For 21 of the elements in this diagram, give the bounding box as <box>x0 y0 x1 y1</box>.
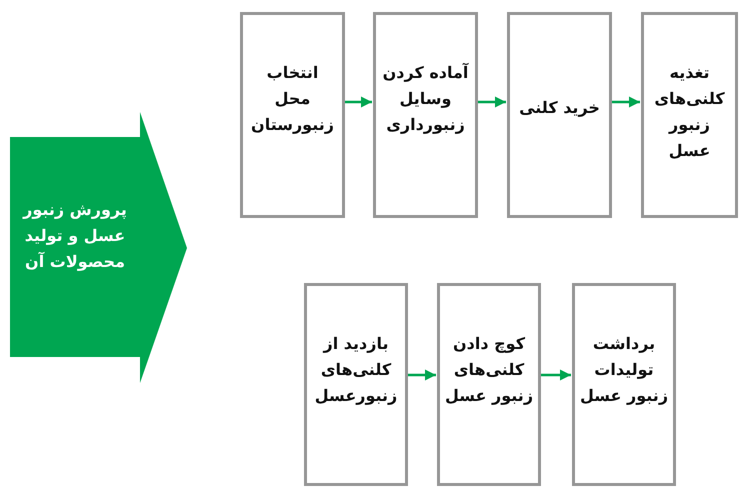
process-box <box>437 283 541 486</box>
box-label: خرید کلنی <box>518 97 601 119</box>
box-label: آماده کردن وسایل زنبورداری <box>382 62 470 136</box>
arrow-shape <box>10 112 187 383</box>
process-box <box>641 12 738 218</box>
box-label: برداشت تولیدات زنبور عسل <box>579 333 669 407</box>
process-box <box>373 12 478 218</box>
process-box <box>507 12 612 218</box>
box-label: تغذیه کلنی‌های زنبور عسل <box>653 62 726 162</box>
box-label: بازدید از کلنی‌های زنبورعسل <box>314 333 398 407</box>
arrow <box>612 96 640 108</box>
process-box <box>304 283 408 486</box>
process-box <box>572 283 676 486</box>
box-label: کوچ دادن کلنی‌های زنبور عسل <box>444 333 534 407</box>
arrow <box>345 96 372 108</box>
box-label: انتخاب محل زنبورستان <box>250 62 335 136</box>
arrow <box>541 369 571 381</box>
arrow-label: پرورش زنبور عسل و تولید محصولات آن <box>22 199 128 273</box>
arrow <box>408 369 436 381</box>
process-box <box>240 12 345 218</box>
arrow <box>478 96 506 108</box>
